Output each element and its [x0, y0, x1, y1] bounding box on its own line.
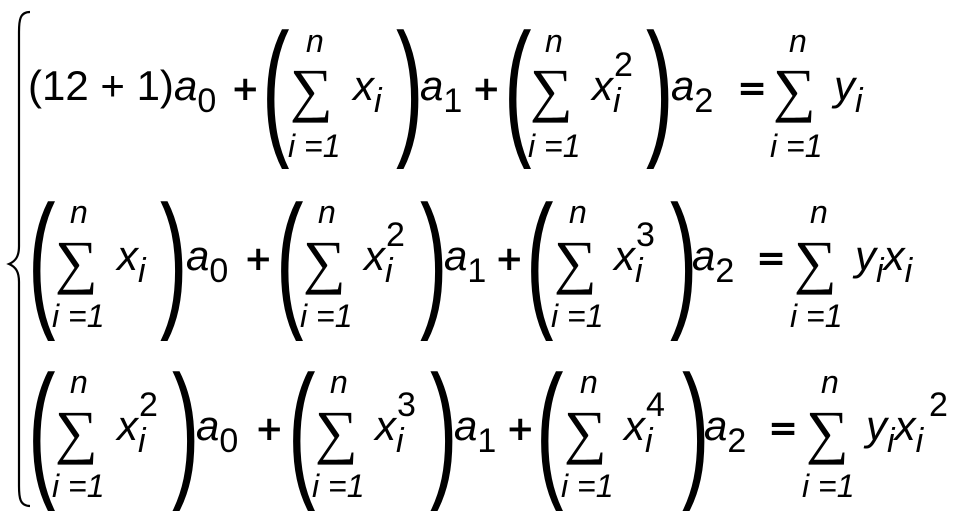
rhs-product: yixi — [863, 402, 925, 460]
sum-upper-limit: n — [821, 364, 839, 400]
term-variable: xi — [612, 232, 644, 290]
plus-sign: + — [495, 239, 524, 279]
summation-sign: ∑ — [530, 57, 573, 123]
equals-sign: = — [737, 68, 767, 109]
equation-row-1: (12 + 1) a0 + ( n ∑ i =1 xi ) a1 + ( n ∑… — [28, 2, 864, 171]
paren-close: ) — [172, 344, 199, 513]
rhs-variable: yi — [831, 62, 864, 120]
term-exponent: 3 — [397, 386, 416, 424]
coefficient-a0: a0 — [174, 62, 216, 120]
plus-sign: + — [255, 409, 284, 449]
term-variable: xi — [373, 402, 405, 460]
summation-sign: ∑ — [773, 57, 816, 123]
term-exponent: 2 — [614, 46, 633, 84]
sum-upper-limit: n — [545, 23, 563, 59]
sum-upper-limit: n — [810, 194, 828, 230]
term-exponent: 2 — [386, 216, 405, 254]
sum-upper-limit: n — [569, 194, 587, 230]
sum-upper-limit: n — [318, 194, 336, 230]
paren-close: ) — [396, 2, 423, 171]
paren-close: ) — [430, 344, 457, 513]
rhs-exponent: 2 — [929, 386, 948, 424]
sum-upper-limit: n — [789, 23, 807, 59]
term-variable: xi — [362, 232, 394, 290]
summation-sign: ∑ — [55, 229, 98, 295]
rhs-product: yixi — [852, 232, 914, 290]
paren-close: ) — [670, 174, 697, 343]
term-variable: xi — [115, 232, 147, 290]
coefficient-a0: a0 — [196, 402, 238, 460]
coefficient-a0: a0 — [186, 232, 228, 290]
summation-sign: ∑ — [290, 57, 333, 123]
paren-open: ( — [28, 174, 55, 343]
coefficient-a2: a2 — [671, 62, 713, 120]
sum-upper-limit: n — [306, 23, 324, 59]
summation-sign: ∑ — [55, 399, 98, 465]
term-exponent: 2 — [139, 386, 158, 424]
coefficient-a2: a2 — [692, 232, 734, 290]
coefficient-a1: a1 — [420, 62, 462, 120]
sum-upper-limit: n — [580, 364, 598, 400]
plus-sign: + — [506, 409, 535, 449]
term-exponent: 3 — [636, 216, 655, 254]
sum-lower-limit: i =1 — [551, 298, 603, 334]
equation-row-3: ( n ∑ i =1 xi 2 ) a0 + ( n ∑ i =1 xi 3 )… — [28, 344, 948, 513]
sum-upper-limit: n — [70, 364, 88, 400]
sum-lower-limit: i =1 — [770, 128, 822, 164]
plus-sign: + — [244, 239, 273, 279]
plus-sign: + — [472, 69, 501, 109]
summation-sign: ∑ — [315, 399, 358, 465]
paren-open: ( — [504, 2, 531, 171]
sum-upper-limit: n — [330, 364, 348, 400]
coefficient-a1: a1 — [454, 402, 496, 460]
paren-open: ( — [28, 344, 55, 513]
plus-sign: + — [231, 69, 260, 109]
paren-open: ( — [536, 344, 563, 513]
term-exponent: 4 — [646, 386, 665, 424]
summation-sign: ∑ — [564, 399, 607, 465]
equation-row-2: ( n ∑ i =1 xi ) a0 + ( n ∑ i =1 xi 2 ) a… — [28, 174, 914, 343]
summation-sign: ∑ — [303, 229, 346, 295]
lead-term: (12 + 1) — [28, 62, 174, 109]
sum-lower-limit: i =1 — [300, 298, 352, 334]
term-variable: xi — [351, 62, 383, 120]
summation-sign: ∑ — [554, 229, 597, 295]
paren-open: ( — [526, 174, 553, 343]
sum-lower-limit: i =1 — [790, 298, 842, 334]
sum-lower-limit: i =1 — [52, 298, 104, 334]
system-brace — [6, 10, 31, 508]
paren-open: ( — [276, 174, 303, 343]
sum-lower-limit: i =1 — [528, 128, 580, 164]
equals-sign: = — [768, 408, 798, 449]
paren-close: ) — [682, 344, 709, 513]
paren-close: ) — [160, 174, 187, 343]
sum-lower-limit: i =1 — [561, 468, 613, 504]
sum-lower-limit: i =1 — [312, 468, 364, 504]
sum-lower-limit: i =1 — [52, 468, 104, 504]
term-variable: xi — [622, 402, 654, 460]
summation-sign: ∑ — [806, 399, 849, 465]
paren-open: ( — [288, 344, 315, 513]
coefficient-a2: a2 — [704, 402, 746, 460]
coefficient-a1: a1 — [444, 232, 486, 290]
sum-lower-limit: i =1 — [802, 468, 854, 504]
paren-close: ) — [420, 174, 447, 343]
paren-open: ( — [262, 2, 289, 171]
paren-close: ) — [646, 2, 673, 171]
term-variable: xi — [590, 62, 622, 120]
sum-upper-limit: n — [70, 194, 88, 230]
term-variable: xi — [115, 402, 147, 460]
equals-sign: = — [756, 238, 786, 279]
sum-lower-limit: i =1 — [288, 128, 340, 164]
summation-sign: ∑ — [794, 229, 837, 295]
